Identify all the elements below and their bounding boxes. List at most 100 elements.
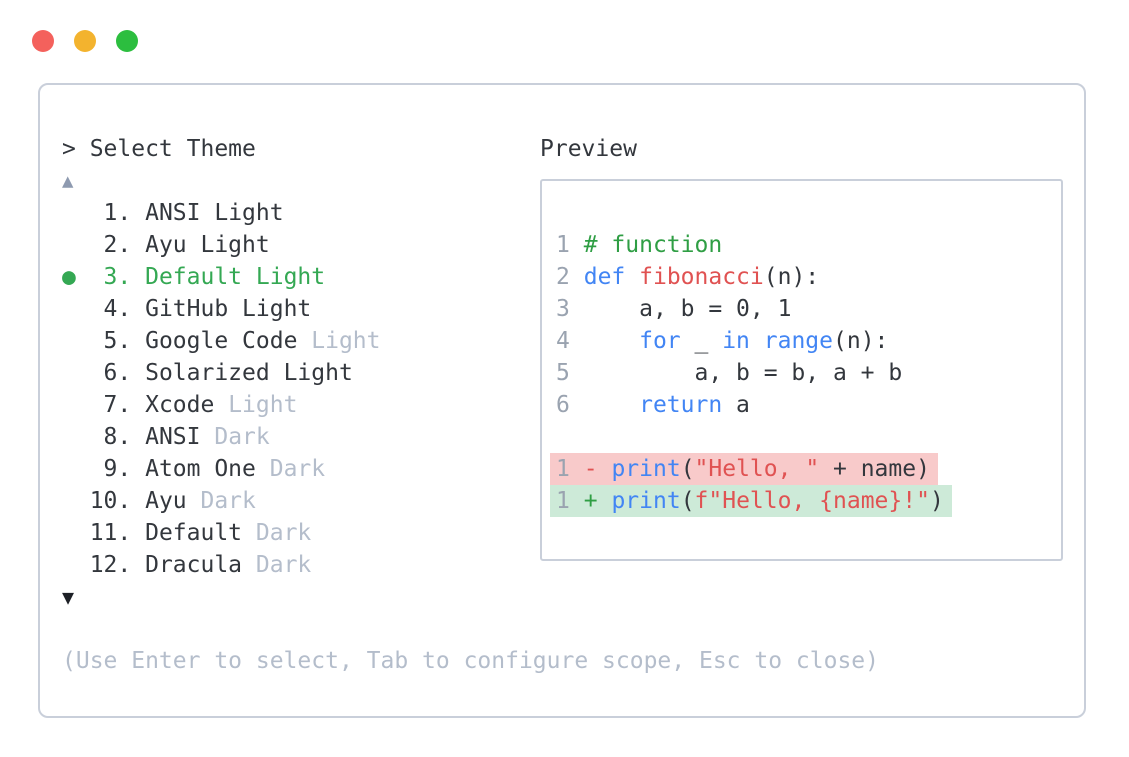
theme-list-item[interactable]: 12. Dracula Dark	[62, 549, 879, 581]
theme-variant: Dark	[255, 552, 312, 578]
theme-list-item[interactable]: 2. Ayu Light	[62, 229, 879, 261]
theme-name: Atom One	[145, 456, 270, 482]
theme-list-item[interactable]: 11. Default Dark	[62, 517, 879, 549]
line-number: 1	[556, 232, 570, 258]
theme-variant: Light	[242, 296, 312, 322]
preview-code: 1 # function 2 def fibonacci(n):3 a, b = …	[550, 229, 1061, 517]
theme-selector: > Select Theme ▲ 1. ANSI Light 2. Ayu Li…	[62, 133, 879, 677]
code-token: (n):	[763, 264, 820, 290]
line-number: 1	[556, 456, 570, 482]
code-line: 6 return a	[556, 389, 1061, 421]
preview-box: 1 # function 2 def fibonacci(n):3 a, b = …	[540, 179, 1063, 561]
preview-label: Preview	[540, 136, 637, 162]
line-number: 5	[556, 360, 570, 386]
code-token: print	[611, 488, 681, 514]
code-token: def	[583, 264, 626, 290]
window-controls	[32, 30, 138, 52]
theme-name: Ayu	[145, 488, 201, 514]
code-token: (	[680, 456, 695, 482]
code-token: _	[680, 328, 723, 354]
theme-name: Ayu	[145, 232, 201, 258]
code-token: a, b = 0, 1	[569, 296, 792, 322]
code-line: 2 def fibonacci(n):	[556, 261, 1061, 293]
code-token	[570, 392, 639, 418]
code-token: # function	[583, 232, 723, 258]
theme-selector-panel: > Select Theme ▲ 1. ANSI Light 2. Ayu Li…	[38, 83, 1086, 718]
line-number: 1	[556, 488, 570, 514]
theme-variant: Dark	[269, 456, 326, 482]
theme-number: 6.	[89, 360, 146, 386]
theme-name: GitHub	[145, 296, 243, 322]
code-token: )	[929, 488, 944, 514]
code-token: (	[680, 488, 695, 514]
code-token: (n):	[833, 328, 889, 354]
theme-number: 5.	[89, 328, 146, 354]
select-theme-prompt: > Select Theme	[62, 136, 256, 162]
theme-name: Default	[145, 264, 256, 290]
theme-list-item[interactable]: 6. Solarized Light	[62, 357, 879, 389]
window-minimize-icon[interactable]	[74, 30, 96, 52]
code-token	[598, 456, 612, 482]
theme-list-item[interactable]: 4. GitHub Light	[62, 293, 879, 325]
theme-number: 11.	[89, 520, 146, 546]
bullet-spacer	[62, 296, 90, 322]
scroll-up-icon[interactable]: ▲	[62, 170, 74, 192]
code-token	[570, 456, 584, 482]
code-token	[750, 328, 764, 354]
window-maximize-icon[interactable]	[116, 30, 138, 52]
theme-name: ANSI	[145, 424, 215, 450]
theme-number: 10.	[89, 488, 146, 514]
window-close-icon[interactable]	[32, 30, 54, 52]
theme-name: ANSI	[145, 200, 215, 226]
theme-list-item[interactable]: ● 3. Default Light	[62, 261, 879, 293]
theme-number: 1.	[89, 200, 146, 226]
selected-bullet-icon: ●	[62, 264, 90, 290]
theme-number: 4.	[89, 296, 146, 322]
code-line	[556, 421, 1061, 453]
theme-variant: Light	[255, 264, 326, 290]
bullet-spacer	[62, 424, 90, 450]
bullet-spacer	[62, 328, 90, 354]
theme-list-item[interactable]: 8. ANSI Dark	[62, 421, 879, 453]
theme-name: Xcode	[145, 392, 229, 418]
theme-variant: Light	[200, 232, 270, 258]
code-token: a	[722, 392, 750, 418]
code-token: return	[639, 392, 723, 418]
code-token: in	[722, 328, 750, 354]
code-token	[570, 232, 584, 258]
bullet-spacer	[62, 360, 90, 386]
code-token	[625, 264, 639, 290]
code-token: "Hello, "	[694, 456, 820, 482]
code-token: f"Hello, {name}!"	[694, 488, 930, 514]
theme-list: 1. ANSI Light 2. Ayu Light● 3. Default L…	[62, 197, 879, 581]
theme-name: Default	[145, 520, 256, 546]
theme-list-item[interactable]: 5. Google Code Light	[62, 325, 879, 357]
code-token: range	[763, 328, 834, 354]
theme-variant: Light	[311, 328, 381, 354]
bullet-spacer	[62, 200, 90, 226]
theme-number: 3.	[89, 264, 146, 290]
bullet-spacer	[62, 232, 90, 258]
code-token	[570, 488, 584, 514]
theme-list-item[interactable]: 9. Atom One Dark	[62, 453, 879, 485]
theme-variant: Dark	[200, 488, 256, 514]
code-token: for	[639, 328, 681, 354]
theme-variant: Light	[214, 200, 284, 226]
code-token: + name)	[819, 456, 930, 482]
theme-list-item[interactable]: 7. Xcode Light	[62, 389, 879, 421]
code-line: 3 a, b = 0, 1	[556, 293, 1061, 325]
theme-name: Dracula	[145, 552, 256, 578]
diff-del-line: 1 - print("Hello, " + name)	[550, 453, 1061, 485]
preview-pane: Preview 1 # function 2 def fibonacci(n):3…	[540, 133, 1063, 561]
theme-variant: Light	[228, 392, 298, 418]
theme-number: 2.	[89, 232, 146, 258]
diff-add-line: 1 + print(f"Hello, {name}!")	[550, 485, 1061, 517]
theme-variant: Light	[283, 360, 353, 386]
theme-list-item[interactable]: 1. ANSI Light	[62, 197, 879, 229]
line-number: 4	[556, 328, 570, 354]
line-number: 6	[556, 392, 570, 418]
theme-list-item[interactable]: 10. Ayu Dark	[62, 485, 879, 517]
bullet-spacer	[62, 456, 90, 482]
scroll-down-icon[interactable]: ▼	[62, 585, 75, 609]
bullet-spacer	[62, 520, 90, 546]
